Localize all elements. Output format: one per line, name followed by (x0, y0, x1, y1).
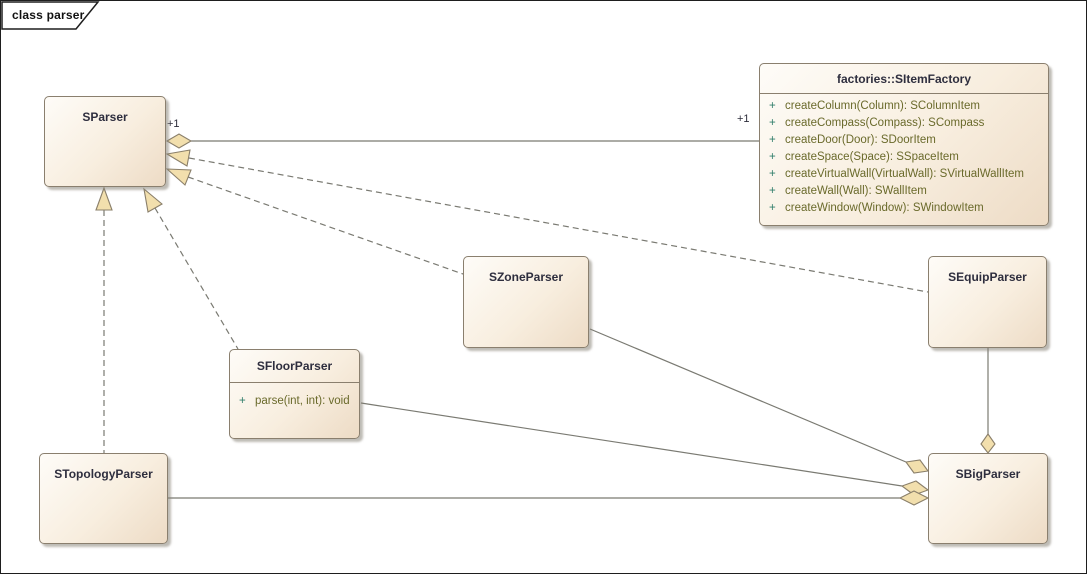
generalization-triangle-icon (143, 187, 163, 213)
method-signature: createVirtualWall(VirtualWall): SVirtual… (785, 168, 1025, 180)
aggregation-sbigparser-stopologyparser[interactable] (168, 490, 930, 506)
method-visibility: + (769, 151, 776, 163)
aggregation-line (360, 402, 903, 487)
realization-stopologyparser-sparser[interactable] (95, 186, 113, 453)
class-name: SBigParser (955, 467, 1021, 481)
realization-line (154, 207, 239, 350)
method-row: + parse(int, int): void (230, 393, 359, 410)
methods-compartment: + parse(int, int): void (230, 383, 359, 410)
class-sitemfactory[interactable]: factories::SItemFactory + createColumn(C… (759, 63, 1049, 226)
class-name: SParser (82, 110, 128, 124)
aggregation-sbigparser-sequipparser[interactable] (980, 348, 996, 454)
method-signature: createCompass(Compass): SCompass (785, 117, 985, 129)
class-name: factories::SItemFactory (760, 64, 1048, 94)
generalization-triangle-icon (165, 168, 192, 186)
method-signature: createSpace(Space): SSpaceItem (785, 151, 959, 163)
realization-line (187, 176, 464, 275)
aggregation-sbigparser-szoneparser[interactable] (589, 328, 929, 474)
method-row: + createWindow(Window): SWindowItem (760, 200, 1048, 217)
aggregation-diamond-icon (980, 433, 996, 454)
class-sbigparser[interactable]: SBigParser (928, 453, 1048, 544)
class-sequipparser[interactable]: SEquipParser (928, 256, 1047, 348)
class-sfloorparser[interactable]: SFloorParser + parse(int, int): void (229, 349, 360, 439)
realization-sfloorparser-sparser[interactable] (143, 187, 239, 350)
class-stopologyparser[interactable]: STopologyParser (39, 453, 168, 544)
aggregation-line (589, 328, 907, 463)
aggregation-diamond-icon (898, 490, 930, 506)
method-signature: createColumn(Column): SColumnItem (785, 100, 980, 112)
class-name: SFloorParser (230, 350, 359, 383)
frame-title: class parser (12, 8, 85, 22)
realization-line (188, 157, 929, 293)
method-row: + createColumn(Column): SColumnItem (760, 98, 1048, 115)
methods-compartment: + createColumn(Column): SColumnItem + cr… (760, 94, 1048, 217)
method-visibility: + (769, 168, 776, 180)
aggregation-sbigparser-sfloorparser[interactable] (360, 402, 930, 496)
class-sparser[interactable]: SParser (44, 96, 166, 187)
class-name: STopologyParser (54, 467, 153, 481)
realization-szoneparser-sparser[interactable] (165, 168, 464, 275)
aggregation-diamond-icon (905, 459, 929, 474)
class-name: SEquipParser (948, 270, 1027, 284)
class-name: SZoneParser (488, 270, 564, 284)
method-row: + createWall(Wall): SWallItem (760, 183, 1048, 200)
association-sparser-sitemfactory[interactable] (165, 133, 759, 149)
generalization-triangle-icon (95, 186, 113, 211)
aggregation-diamond-icon (165, 133, 193, 149)
frame-tab-shape (1, 1, 100, 30)
method-visibility: + (769, 100, 776, 112)
class-szoneparser[interactable]: SZoneParser (463, 256, 589, 348)
method-row: + createDoor(Door): SDoorItem (760, 132, 1048, 149)
method-visibility: + (769, 202, 776, 214)
multiplicity-label-sparser-end: +1 (167, 118, 180, 130)
method-row: + createVirtualWall(VirtualWall): SVirtu… (760, 166, 1048, 183)
method-row: + createCompass(Compass): SCompass (760, 115, 1048, 132)
method-visibility: + (769, 134, 776, 146)
method-signature: createWindow(Window): SWindowItem (785, 202, 984, 214)
generalization-triangle-icon (165, 149, 191, 167)
realization-sequipparser-sparser[interactable] (165, 149, 929, 293)
multiplicity-label-factory-end: +1 (737, 113, 750, 125)
method-row: + createSpace(Space): SSpaceItem (760, 149, 1048, 166)
method-signature: createWall(Wall): SWallItem (785, 185, 927, 197)
method-visibility: + (239, 395, 246, 407)
method-visibility: + (769, 117, 776, 129)
method-visibility: + (769, 185, 776, 197)
method-signature: createDoor(Door): SDoorItem (785, 134, 936, 146)
method-signature: parse(int, int): void (255, 395, 350, 407)
